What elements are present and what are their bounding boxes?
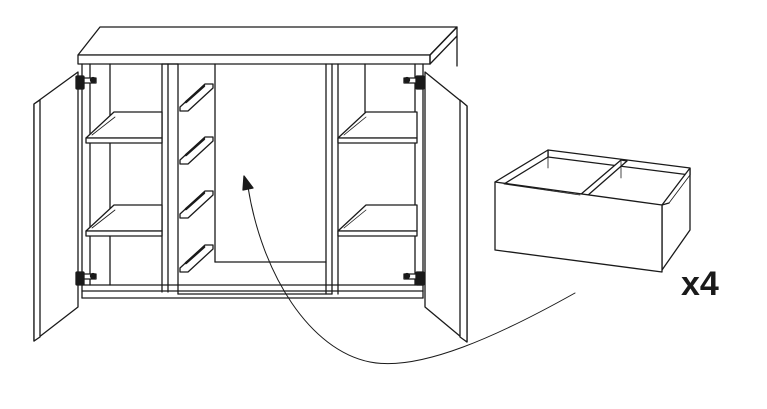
hinge-icon (75, 75, 97, 90)
right-lower-shelf (337, 204, 418, 232)
cabinet (33, 26, 468, 343)
cabinet-bottom-rail (81, 284, 424, 299)
drawer-runner (179, 83, 214, 112)
drawer-front-panel (494, 181, 663, 273)
left-door (33, 71, 79, 342)
cabinet-top-panel (77, 26, 458, 65)
left-compartment (85, 63, 169, 293)
hinge-icon (403, 75, 425, 90)
drawer (494, 149, 691, 273)
cabinet-right-side (429, 35, 458, 67)
left-upper-shelf (85, 111, 163, 139)
hinge-icon (403, 271, 425, 286)
center-compartment (161, 63, 333, 295)
quantity-label: x4 (681, 265, 719, 303)
right-compartment (337, 63, 418, 295)
right-door (424, 71, 468, 343)
right-upper-shelf (337, 111, 418, 139)
drawer-runner (179, 190, 214, 219)
drawer-runner (179, 136, 214, 165)
hinge-icon (75, 271, 97, 286)
drawer-runner (179, 244, 214, 273)
left-lower-shelf (85, 204, 163, 232)
arrowhead-icon (242, 175, 254, 191)
insertion-arrow (242, 175, 576, 365)
